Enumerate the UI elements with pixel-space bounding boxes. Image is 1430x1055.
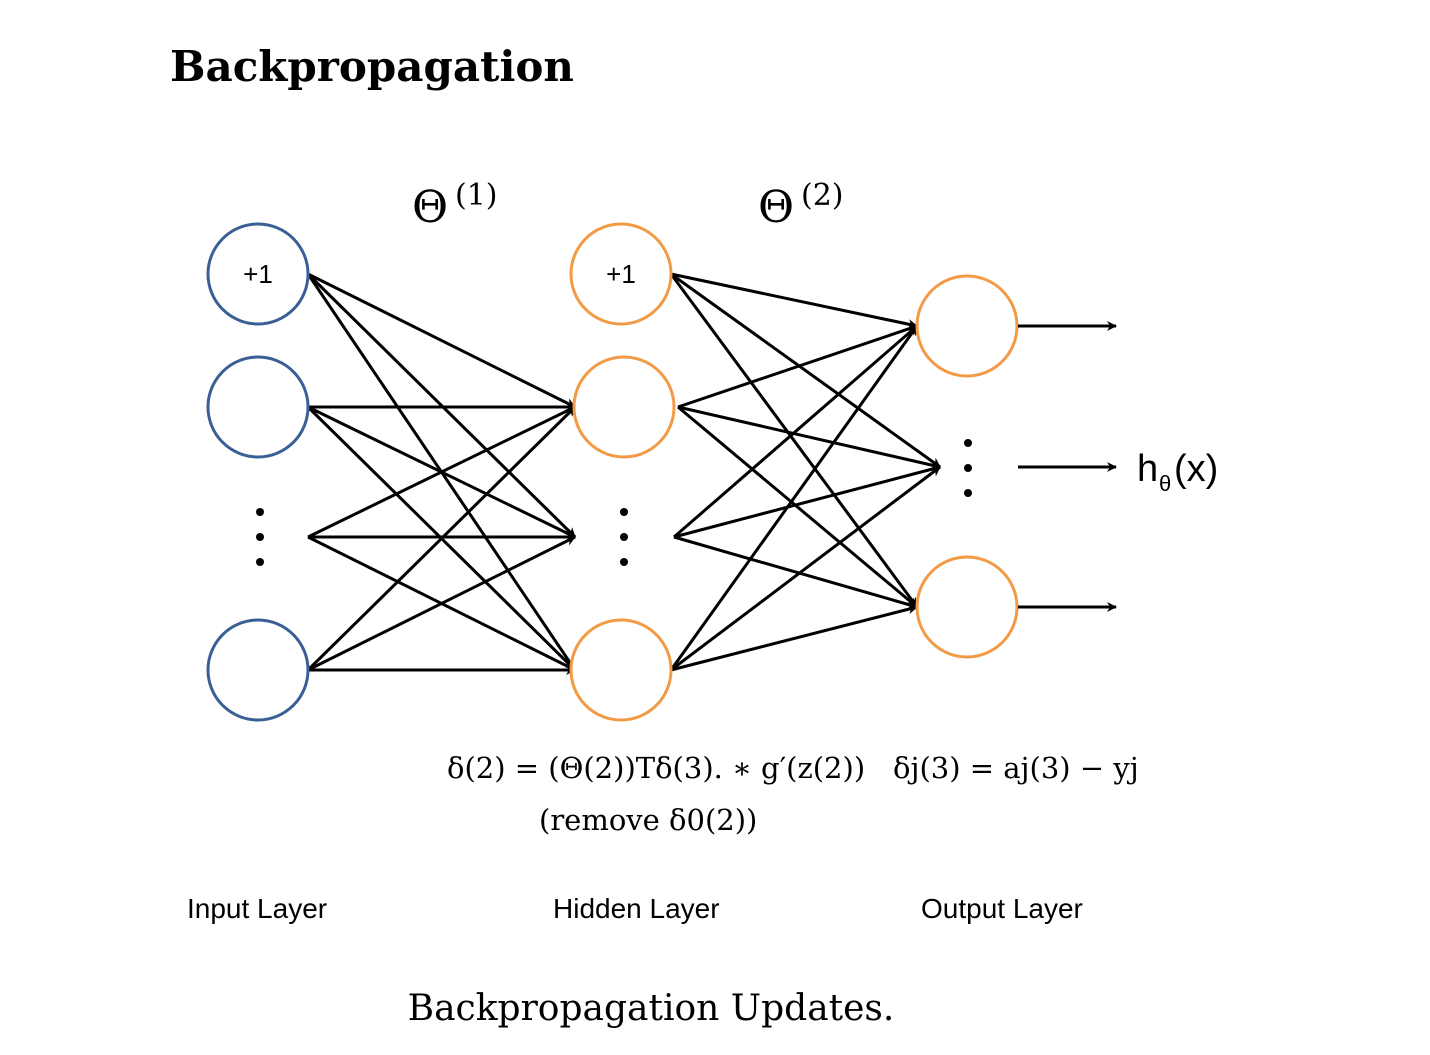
hidden-node-n (569, 618, 673, 722)
edge-l2-3-1 (670, 465, 941, 672)
hypothesis-subscript: θ (1159, 471, 1171, 496)
hidden-delta-note: (remove δ0(2)) (539, 803, 757, 837)
edge-l2-2-2 (673, 535, 918, 610)
theta2-superscript: (2) (801, 178, 844, 213)
input-bias-label: +1 (243, 259, 273, 289)
edge-l1-0-0 (307, 272, 576, 409)
output-delta-text: δj(3) = aj(3) − yj (893, 751, 1139, 785)
hidden-node-1 (572, 355, 676, 459)
input-node-1 (206, 355, 310, 459)
input-bias-node (206, 222, 310, 326)
hypothesis-argument: (x) (1174, 448, 1218, 490)
edge-l2-1-1 (677, 405, 941, 470)
figure-caption: Backpropagation Updates. (407, 988, 895, 1029)
input-ellipsis (256, 508, 264, 566)
output-layer-nodes (915, 274, 1019, 659)
edges (306, 272, 941, 675)
theta1-symbol: Θ (412, 182, 448, 233)
hidden-bias-node (569, 222, 673, 326)
output-ellipsis (964, 439, 972, 497)
theta1-label: Θ (1) (412, 178, 498, 233)
edge-l2-0-0 (670, 272, 918, 330)
edge-l2-1-2 (677, 405, 918, 609)
theta2-label: Θ (2) (758, 178, 844, 233)
edge-l1-3-0 (306, 405, 577, 672)
edge-l2-1-0 (677, 324, 918, 409)
hidden-layer-label: Hidden Layer (553, 893, 720, 924)
output-node-n (915, 555, 1019, 659)
output-node-1 (915, 274, 1019, 378)
output-layer-label: Output Layer (921, 893, 1083, 924)
edge-l1-3-1 (307, 535, 576, 672)
input-layer-nodes: +1 (206, 222, 310, 722)
hidden-layer-nodes: +1 (569, 222, 676, 722)
edge-l2-2-0 (673, 324, 918, 539)
input-node-n (206, 618, 310, 722)
hidden-delta-text: δ(2) = (Θ(2))Tδ(3). ∗ g′(z(2)) (447, 751, 865, 785)
hidden-bias-label: +1 (606, 259, 636, 289)
hidden-ellipsis (620, 508, 628, 566)
edge-l2-0-2 (669, 273, 919, 608)
edge-l2-2-1 (673, 464, 941, 539)
hidden-delta-equation: δ(2) = (Θ(2))Tδ(3). ∗ g′(z(2)) (remove δ… (447, 751, 865, 837)
output-arrows (1018, 321, 1117, 612)
hypothesis-label: h θ (x) (1137, 448, 1218, 496)
edge-l1-2-0 (307, 405, 576, 539)
input-layer-label: Input Layer (187, 893, 327, 924)
layer-labels: Input Layer Hidden Layer Output Layer (187, 893, 1083, 924)
page-title: Backpropagation (170, 42, 574, 91)
hypothesis-h: h (1137, 448, 1158, 490)
theta1-superscript: (1) (455, 178, 498, 213)
edge-l2-3-2 (670, 604, 918, 672)
output-delta-equation: δj(3) = aj(3) − yj (893, 751, 1139, 785)
theta2-symbol: Θ (758, 182, 794, 233)
edge-l2-3-0 (669, 325, 919, 671)
edge-l2-0-1 (670, 272, 941, 469)
